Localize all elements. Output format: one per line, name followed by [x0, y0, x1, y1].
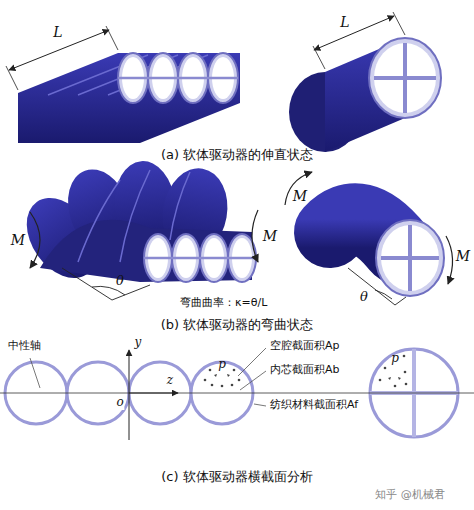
- caption: (c) 软体驱动器横截面分析: [161, 470, 312, 485]
- moment-label: M: [263, 228, 277, 244]
- bent-cross-chamber-actuator: [285, 172, 453, 305]
- angle-label: θ: [116, 274, 124, 289]
- cross-section: [0, 348, 474, 440]
- axis-label: z: [167, 374, 173, 388]
- area-label: 纺织材料截面积Af: [270, 399, 358, 412]
- origin-label: o: [115, 396, 124, 410]
- dimension-label: L: [340, 14, 349, 30]
- axis-label: 中性轴: [8, 340, 41, 353]
- area-label: 内芯截面积Ab: [270, 364, 340, 377]
- caption: (a) 软体驱动器的伸直状态: [161, 148, 313, 163]
- watermark: 知乎 @机械君: [375, 489, 445, 502]
- caption: (b) 软体驱动器的弯曲状态: [161, 318, 314, 333]
- moment-label: M: [293, 188, 307, 204]
- straight-cross-chamber-actuator: [289, 12, 441, 152]
- dimension-label: L: [53, 24, 62, 40]
- straight-multi-chamber-actuator: [6, 26, 240, 143]
- area-label: 空腔截面积Ap: [270, 340, 340, 353]
- pressure-label: p: [391, 352, 399, 366]
- angle-label: θ: [360, 290, 368, 305]
- bent-multi-chamber-actuator: [12, 159, 258, 300]
- formula-label: 弯曲曲率：κ=θ/L: [180, 297, 267, 310]
- moment-label: M: [11, 232, 25, 248]
- moment-label: M: [456, 248, 470, 264]
- axis-label: y: [135, 336, 142, 350]
- pressure-label: p: [218, 358, 226, 372]
